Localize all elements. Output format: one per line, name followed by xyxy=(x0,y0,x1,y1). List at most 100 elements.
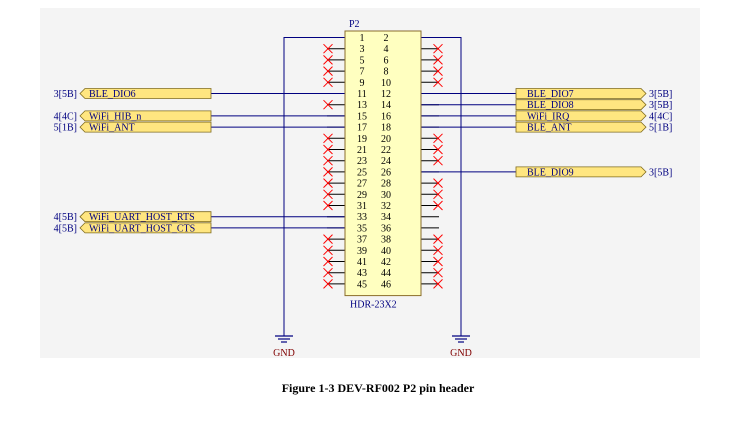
pin-number: 29 xyxy=(357,190,367,201)
no-connect-marker xyxy=(433,189,443,200)
no-connect-marker xyxy=(323,144,333,155)
no-connect-marker xyxy=(433,144,443,155)
header-footprint: HDR-23X2 xyxy=(350,300,397,311)
pin-number: 18 xyxy=(381,123,391,134)
net-port-shape xyxy=(79,110,212,122)
no-connect-marker xyxy=(323,267,333,278)
pin-number: 20 xyxy=(381,134,391,145)
pin-header: P2 HDR-23X2 xyxy=(344,19,422,311)
ground-label: GND xyxy=(450,348,472,359)
no-connect-marker xyxy=(323,167,333,177)
pin-number: 34 xyxy=(381,212,391,223)
net-port-shape xyxy=(515,166,647,178)
sheet-reference: 4[5B] xyxy=(54,223,77,234)
pin-number: 27 xyxy=(357,179,367,190)
no-connect-markers xyxy=(323,43,443,289)
pin-number: 16 xyxy=(381,111,391,122)
sheet-reference: 4[4C] xyxy=(649,111,672,122)
pin-number: 26 xyxy=(381,167,391,178)
pin-number: 24 xyxy=(381,156,391,167)
pin-number: 35 xyxy=(357,223,367,234)
sheet-reference: 3[5B] xyxy=(54,89,77,100)
ground-label: GND xyxy=(273,348,295,359)
no-connect-marker xyxy=(323,279,333,289)
net-port-label: BLE_DIO9 xyxy=(527,167,574,178)
pin-number: 10 xyxy=(381,78,391,89)
sheet-reference: 4[4C] xyxy=(54,111,77,122)
pin-number: 1 xyxy=(360,33,365,44)
net-port-label: WiFi_UART_HOST_RTS xyxy=(89,212,195,223)
no-connect-marker xyxy=(433,200,443,211)
pin-number: 31 xyxy=(357,201,367,212)
pin-number: 17 xyxy=(357,123,367,134)
header-designator: P2 xyxy=(349,19,360,30)
net-port-label: BLE_DIO8 xyxy=(527,100,574,111)
pin-number: 36 xyxy=(381,223,391,234)
pin-number: 6 xyxy=(384,55,389,66)
pin-number: 32 xyxy=(381,201,391,212)
pin-number: 28 xyxy=(381,179,391,190)
no-connect-marker xyxy=(323,200,333,211)
figure-caption: Figure 1-3 DEV-RF002 P2 pin header xyxy=(281,381,475,395)
pin-number: 41 xyxy=(357,257,367,268)
pin-number: 25 xyxy=(357,167,367,178)
net-port-shape xyxy=(79,121,212,133)
net-port-shape xyxy=(79,222,212,234)
no-connect-marker xyxy=(323,189,333,200)
net-port-label: WiFi_HIB_n xyxy=(89,111,141,122)
pin-number: 40 xyxy=(381,246,391,257)
net-port-shape xyxy=(515,110,647,122)
net-port-shape xyxy=(515,88,647,99)
no-connect-marker xyxy=(323,66,333,76)
pin-number: 19 xyxy=(357,134,367,145)
pin-number: 43 xyxy=(357,268,367,279)
net-port-label: WiFi_IRQ xyxy=(527,111,570,122)
no-connect-marker xyxy=(323,256,333,267)
no-connect-marker xyxy=(433,133,443,144)
no-connect-marker xyxy=(433,245,443,256)
pin-number: 30 xyxy=(381,190,391,201)
no-connect-marker xyxy=(433,55,443,65)
ground-wire xyxy=(283,37,345,336)
no-connect-marker xyxy=(433,77,443,88)
no-connect-marker xyxy=(323,178,333,188)
sheet-reference: 5[1B] xyxy=(649,123,672,134)
ground-wire xyxy=(421,37,462,336)
pin-number: 22 xyxy=(381,145,391,156)
net-ports: BLE_DIO6 3[5B] WiFi_HIB_n 4[4C] WiFi_ANT 5[1B… xyxy=(54,88,672,234)
pin-number: 8 xyxy=(384,67,389,78)
net-port-label: BLE_DIO6 xyxy=(89,89,136,100)
no-connect-marker xyxy=(323,234,333,244)
no-connect-marker xyxy=(433,256,443,267)
net-port-label: BLE_DIO7 xyxy=(527,89,574,100)
pin-number: 12 xyxy=(381,89,391,100)
no-connect-marker xyxy=(433,66,443,76)
no-connect-marker xyxy=(323,77,333,88)
net-port-shape xyxy=(79,88,212,99)
net-port-shape xyxy=(515,121,647,133)
net-port-shape xyxy=(515,99,647,111)
net-port-label: WiFi_UART_HOST_CTS xyxy=(89,223,195,234)
pin-number: 14 xyxy=(381,100,391,111)
pin-numbers: 1357911131517192123252729313335373941434… xyxy=(357,33,391,290)
pin-number: 42 xyxy=(381,257,391,268)
pin-number: 11 xyxy=(357,89,367,100)
pin-number: 3 xyxy=(360,44,365,55)
no-connect-marker xyxy=(323,155,333,166)
no-connect-marker xyxy=(433,279,443,289)
pin-number: 7 xyxy=(360,67,365,78)
pin-header-body xyxy=(344,30,422,297)
pin-number: 38 xyxy=(381,235,391,246)
no-connect-marker xyxy=(323,133,333,144)
ground-symbols: GND GND xyxy=(273,335,472,359)
pin-number: 37 xyxy=(357,235,367,246)
no-connect-marker xyxy=(433,178,443,188)
net-port-label: WiFi_ANT xyxy=(89,123,135,134)
pin-number: 4 xyxy=(384,44,389,55)
pin-number: 45 xyxy=(357,279,367,290)
pin-number: 5 xyxy=(360,55,365,66)
pin-number: 13 xyxy=(357,100,367,111)
no-connect-marker xyxy=(323,245,333,256)
sheet-reference: 5[1B] xyxy=(54,123,77,134)
